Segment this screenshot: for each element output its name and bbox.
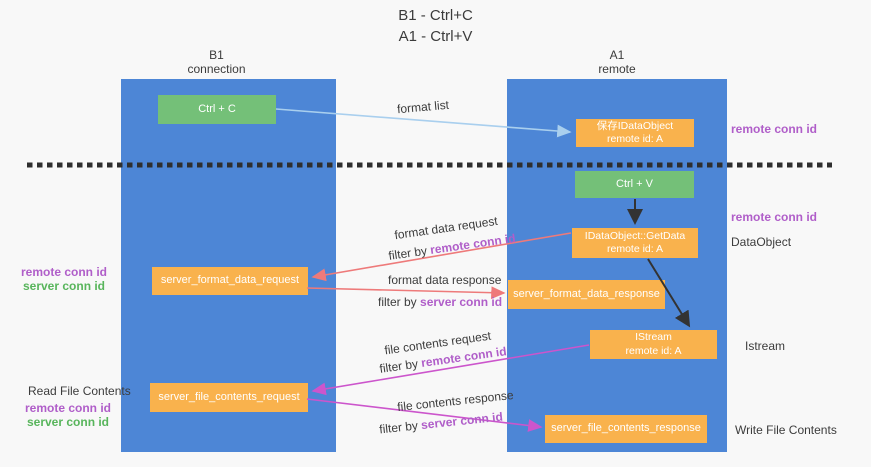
server-format-data-response-box: server_format_data_response [508, 280, 665, 309]
remote-conn-id-annotation-top: remote conn id [731, 122, 818, 136]
lane-header-b1: B1 connection [109, 48, 324, 76]
ctrl-v-box: Ctrl + V [575, 171, 694, 198]
format-list-label: format list [396, 98, 449, 116]
title-line-2: A1 - Ctrl+V [398, 27, 473, 45]
format-list-text: format list [396, 97, 450, 117]
format-response-filter-label: filter by server conn id [378, 295, 502, 309]
lane-b1-role: connection [187, 62, 246, 77]
idataobject-getdata-box: IDataObject::GetData remote id: A [572, 228, 698, 258]
filter-by-text: filter by [387, 243, 432, 263]
save-idataobject-line2: remote id: A [606, 133, 664, 145]
dataobject-annotation: DataObject [731, 235, 792, 249]
server-format-data-request-box: server_format_data_request [152, 267, 308, 295]
server-conn-id-key: server conn id [420, 295, 503, 309]
lane-header-a1: A1 remote [507, 48, 727, 76]
format-data-response-arrow [306, 286, 506, 300]
title-line-1: B1 - Ctrl+C [398, 7, 473, 24]
getdata-line2: remote id: A [606, 243, 664, 255]
read-file-contents-annotation: Read File Contents [28, 384, 131, 398]
conn-id-stack-top: remote conn id server conn id [14, 265, 114, 294]
filter-by-text: filter by [378, 356, 423, 376]
filter-by-text: filter by [378, 295, 421, 309]
filter-by-text: filter by [378, 418, 422, 437]
server-file-contents-request-box: server_file_contents_request [150, 383, 308, 412]
server-conn-id-left-top: server conn id [22, 278, 106, 293]
istream-box: IStream remote id: A [590, 330, 717, 359]
server-file-contents-request-label: server_file_contents_request [158, 390, 300, 403]
lane-a1-name: A1 [609, 48, 625, 62]
server-format-data-response-label: server_format_data_response [513, 287, 660, 300]
istream-line1: IStream [635, 331, 672, 344]
ctrl-c-box: Ctrl + C [158, 95, 276, 124]
ctrl-v-label: Ctrl + V [616, 177, 653, 190]
istream-line2: remote id: A [625, 344, 682, 357]
write-file-contents-annotation: Write File Contents [735, 423, 837, 437]
diagram-title: B1 - Ctrl+C A1 - Ctrl+V [0, 6, 871, 47]
remote-conn-id-left-bottom: remote conn id [24, 401, 111, 415]
conn-id-stack-bottom: remote conn id server conn id [18, 401, 118, 430]
getdata-line1: IDataObject::GetData [584, 229, 686, 242]
lane-a1-role: remote [598, 62, 636, 77]
server-file-contents-response-box: server_file_contents_response [545, 415, 707, 443]
remote-conn-id-annotation-mid: remote conn id [731, 210, 818, 224]
remote-conn-id-left-top: remote conn id [20, 265, 107, 279]
server-file-contents-response-label: server_file_contents_response [551, 422, 701, 435]
format-data-response-label: format data response [388, 273, 501, 287]
server-format-data-request-label: server_format_data_request [160, 274, 300, 287]
format-data-response-text: format data response [388, 273, 502, 287]
server-conn-id-left-bottom: server conn id [26, 414, 110, 429]
save-idataobject-box: 保存IDataObject remote id: A [576, 119, 694, 147]
save-idataobject-line1: 保存IDataObject [596, 119, 674, 132]
server-conn-id-key: server conn id [420, 409, 504, 433]
ctrl-c-label: Ctrl + C [198, 102, 236, 115]
istream-annotation: Istream [745, 339, 786, 353]
lane-b1-name: B1 [209, 48, 224, 62]
